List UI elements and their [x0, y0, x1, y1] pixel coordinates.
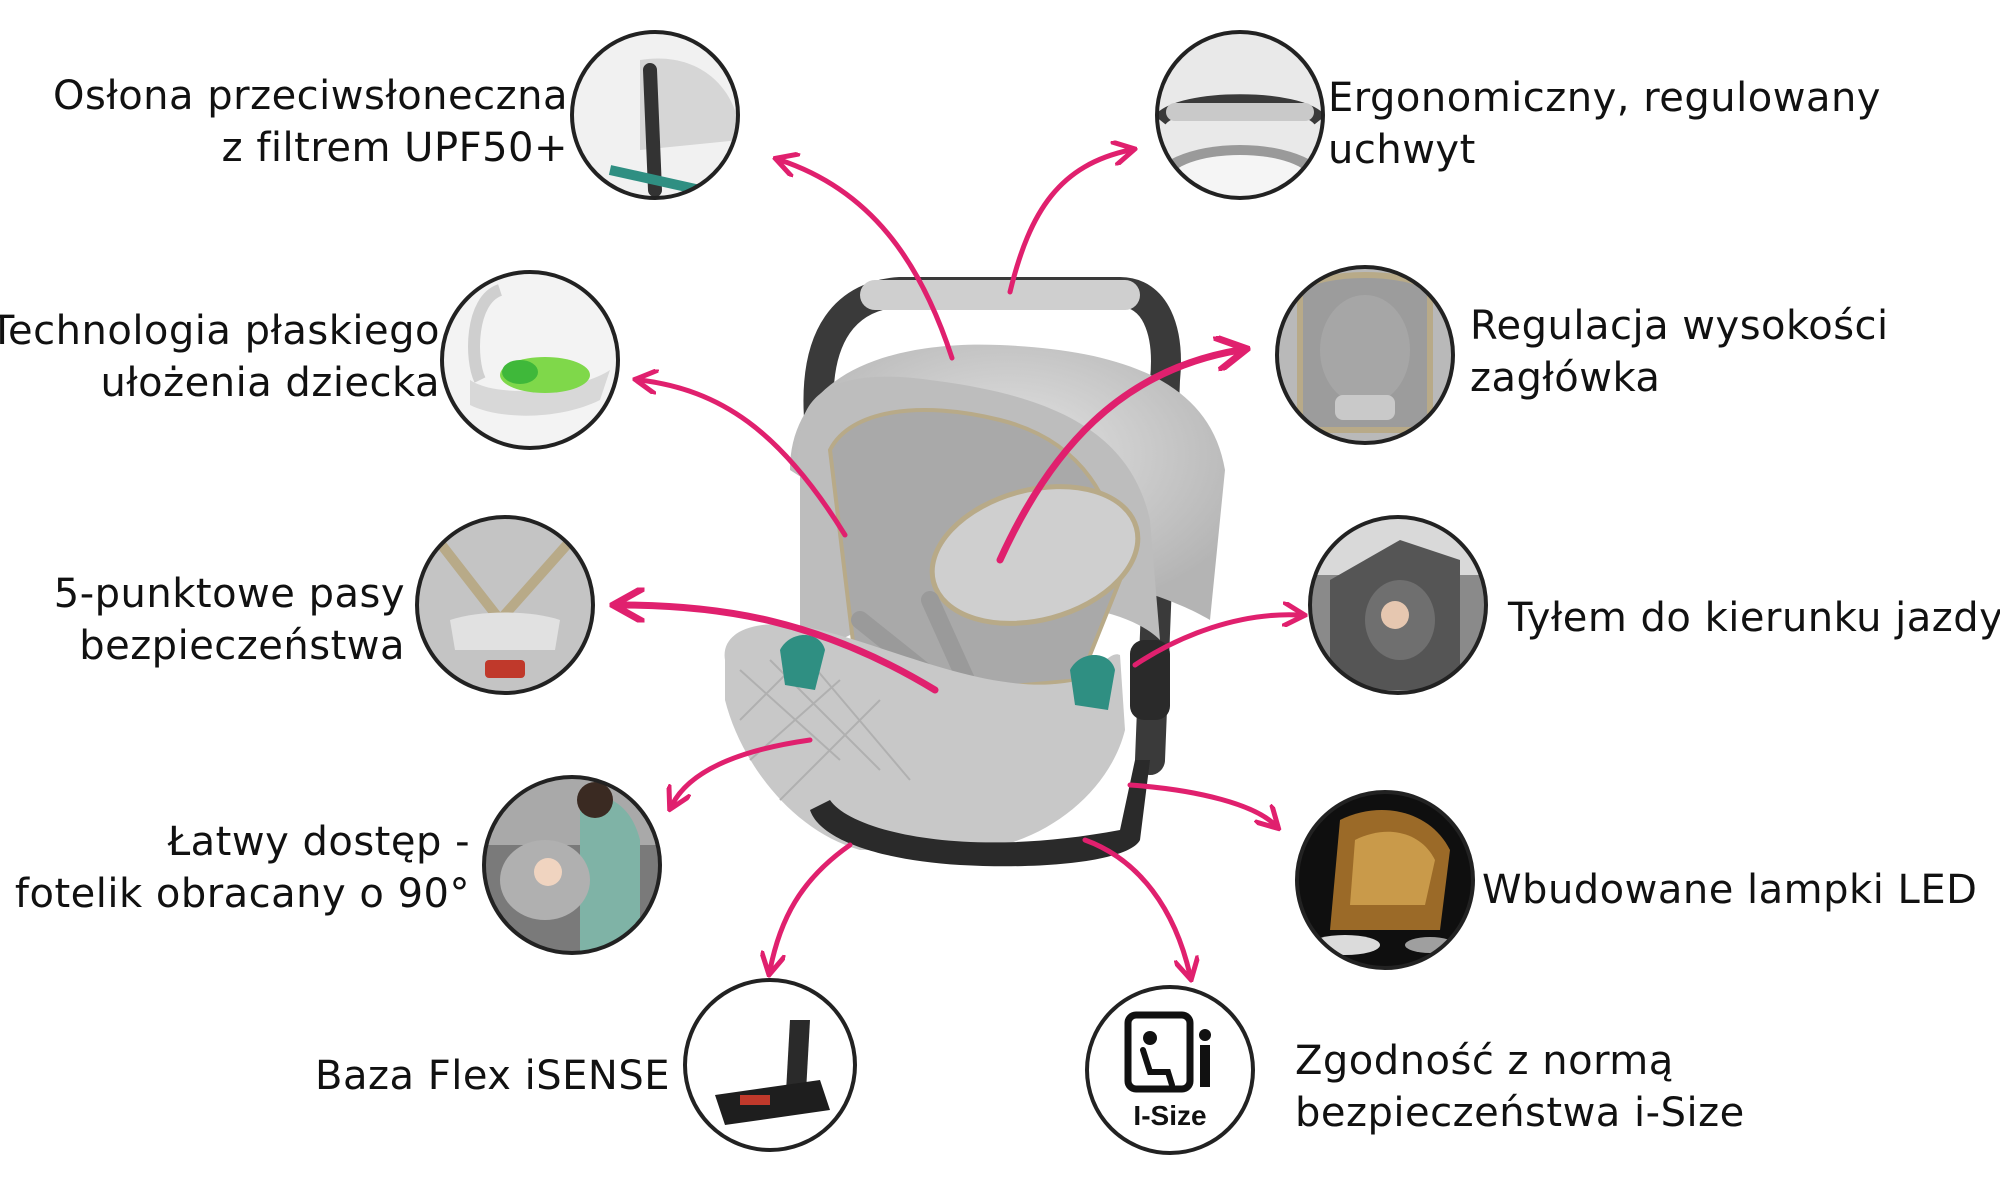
- label-lie-flat-line2: ułożenia dziecka: [100, 360, 440, 406]
- side-impact-right: [1070, 655, 1115, 710]
- arrow-base: [770, 842, 853, 970]
- led-lights-photo: [1295, 790, 1475, 970]
- seat-base: [810, 760, 1150, 867]
- isize-badge: I-Size: [1085, 985, 1255, 1155]
- label-isize-line1: Zgodność z normą: [1295, 1038, 1674, 1084]
- label-sun-canopy-line2: z filtrem UPF50+: [221, 125, 568, 171]
- head-insert: [929, 484, 1141, 626]
- handle-photo: [1155, 30, 1325, 200]
- arrow-headrest: [996, 350, 1240, 564]
- handle-hub: [1130, 640, 1170, 720]
- arrow-led: [1127, 782, 1275, 825]
- sun-canopy-photo: [570, 30, 740, 200]
- easy-access-photo: [482, 775, 662, 955]
- label-rearward: Tyłem do kierunku jazdy: [1508, 592, 2000, 644]
- headrest-photo: [1275, 265, 1455, 445]
- arrow-isize: [1082, 837, 1190, 975]
- label-harness-line1: 5-punktowe pasy: [53, 571, 405, 617]
- harness-photo: [415, 515, 595, 695]
- label-headrest-line1: Regulacja wysokości: [1470, 303, 1889, 349]
- label-led-line1: Wbudowane lampki LED: [1482, 867, 1978, 913]
- arrow-lie-flat: [640, 380, 848, 538]
- label-sun-canopy-line1: Osłona przeciwsłoneczna: [53, 73, 568, 119]
- isize-figure-head: [1143, 1031, 1157, 1045]
- label-handle-line2: uchwyt: [1328, 127, 1476, 173]
- car-seat-illustration: [724, 277, 1225, 867]
- arrow-handle: [1007, 150, 1130, 295]
- label-sun-canopy: Osłona przeciwsłoneczna z filtrem UPF50+: [53, 70, 568, 174]
- label-harness-line2: bezpieczeństwa: [79, 623, 405, 669]
- label-base: Baza Flex iSENSE: [315, 1050, 670, 1102]
- feature-arrows: [620, 150, 1300, 975]
- label-base-line1: Baza Flex iSENSE: [315, 1053, 670, 1099]
- label-headrest: Regulacja wysokości zagłówka: [1470, 300, 1889, 404]
- label-headrest-line2: zagłówka: [1470, 355, 1661, 401]
- lie-flat-photo: [440, 270, 620, 450]
- arrow-sun-canopy: [780, 160, 955, 361]
- label-led: Wbudowane lampki LED: [1482, 864, 1977, 916]
- arrow-rearward: [1132, 615, 1300, 668]
- label-lie-flat-line1: Technologia płaskiego: [0, 308, 440, 354]
- isize-figure-bar: [1200, 1045, 1210, 1087]
- label-isize: Zgodność z normą bezpieczeństwa i-Size: [1295, 1035, 1745, 1139]
- label-handle-line1: Ergonomiczny, regulowany: [1328, 75, 1881, 121]
- label-rearward-line1: Tyłem do kierunku jazdy: [1508, 595, 2000, 641]
- label-easy-access-line1: Łatwy dostęp -: [167, 819, 470, 865]
- isize-badge-text: I-Size: [1133, 1100, 1206, 1131]
- rearward-photo: [1308, 515, 1488, 695]
- label-easy-access-line2: fotelik obracany o 90°: [14, 871, 470, 917]
- arrow-easy-access: [672, 737, 813, 805]
- label-handle: Ergonomiczny, regulowany uchwyt: [1328, 72, 1881, 176]
- label-lie-flat: Technologia płaskiego ułożenia dziecka: [0, 305, 440, 409]
- arrow-harness: [620, 605, 939, 694]
- label-easy-access: Łatwy dostęp - fotelik obracany o 90°: [15, 816, 470, 920]
- isize-figure-body: [1140, 1047, 1175, 1088]
- label-harness: 5-punktowe pasy bezpieczeństwa: [54, 568, 405, 672]
- flex-base-photo: [683, 978, 857, 1152]
- quilted-pattern: [739, 649, 911, 801]
- side-impact-left: [780, 635, 825, 690]
- label-isize-line2: bezpieczeństwa i-Size: [1295, 1090, 1745, 1136]
